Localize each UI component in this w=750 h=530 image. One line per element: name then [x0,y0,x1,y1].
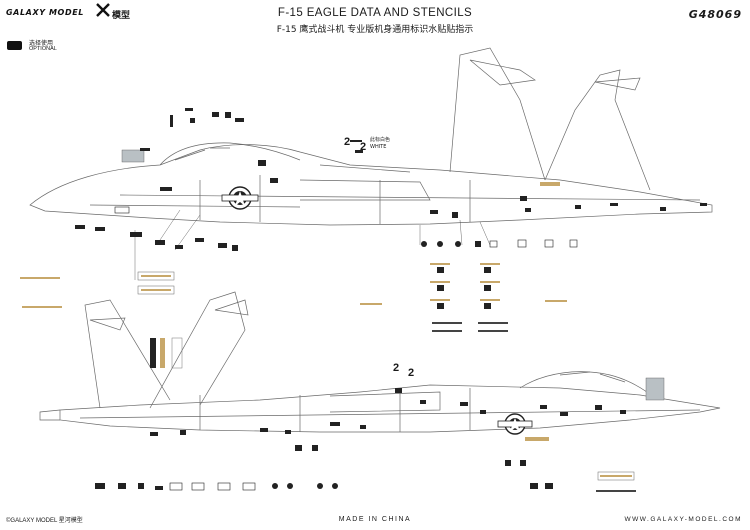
legend-label-en: OPTIONAL [29,46,57,52]
footer-copyright: ©GALAXY MODEL 星河模型 [6,518,83,524]
brand-logo-cn: 模型 [112,11,131,21]
optional-marker-icon [7,41,22,50]
footer-made-in: MADE IN CHINA [338,516,412,523]
decal-number-label: 2 [408,367,415,379]
legend-label-cn: 选择使用 [29,40,54,47]
decal-number-label: 2 [360,141,367,153]
sheet-title: F-15 EAGLE DATA AND STENCILS [277,7,473,19]
decal-number-label: 2 [393,362,400,374]
white-callout-cn: 此标白色 [370,137,391,143]
sheet-subtitle: F-15 鹰式战斗机 专业版机身通用标识水贴贴指示 [276,25,474,35]
footer-website: WWW.GALAXY-MODEL.COM [624,516,742,523]
product-code: G48069 [688,8,742,21]
decal-number-label: 2 [344,136,351,148]
galaxy-x-logo-icon [96,3,110,17]
white-callout-en: WHITE [370,144,387,150]
brand-logo-text: GALAXY MODEL [6,8,84,17]
